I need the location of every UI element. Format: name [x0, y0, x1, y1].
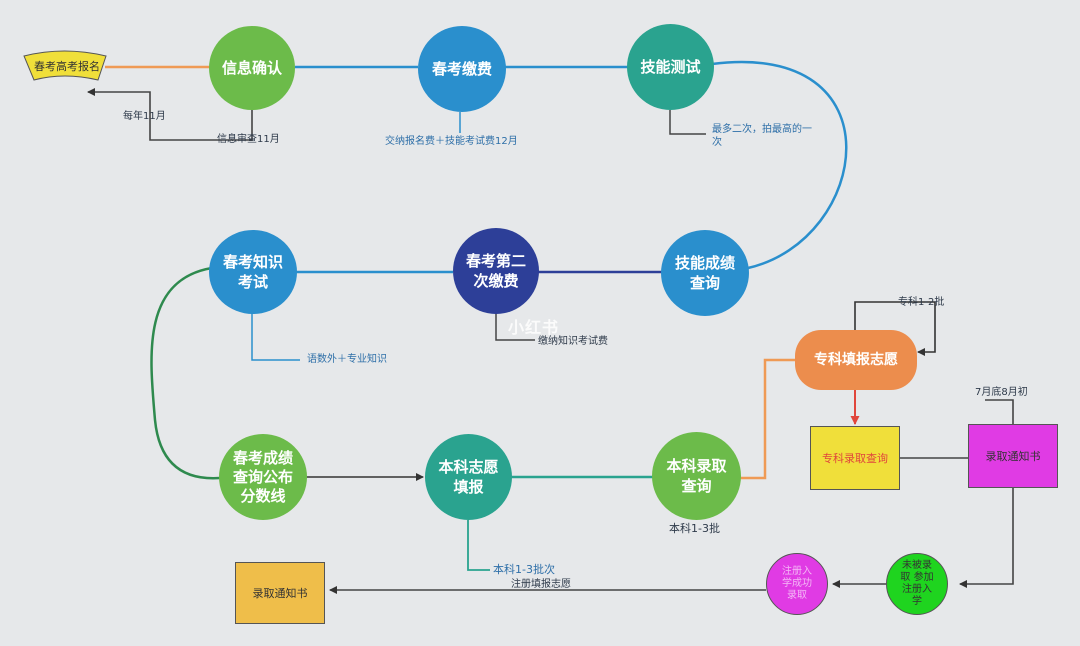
line-admit-junior	[740, 358, 795, 480]
node-second-payment: 春考第二 次缴费	[453, 228, 539, 314]
box-admit-notice-right: 录取通知书	[968, 424, 1058, 488]
note-junior-batch: 专科1-2批	[898, 297, 945, 308]
line-notice-notadmit	[959, 487, 1014, 588]
box-admit-notice-left: 录取通知书	[235, 562, 325, 624]
note-undergrad-batch: 本科1-3批	[669, 522, 720, 535]
note-info-review: 信息审查11月	[217, 134, 280, 145]
note-knowledge-fee: 缴纳知识考试费	[538, 336, 608, 347]
node-undergrad-admit: 本科录取 查询	[652, 432, 741, 520]
start-flag-shape	[23, 50, 107, 81]
loop-info-review	[87, 88, 253, 141]
node-skill-test: 技能测试	[627, 24, 714, 110]
box-junior-admit-query: 专科录取查询	[810, 426, 900, 490]
watermark-logo: 小红书	[508, 318, 560, 337]
note-payment-fees: 交纳报名费＋技能考试费12月	[385, 136, 518, 147]
node-knowledge-exam: 春考知识 考试	[209, 230, 297, 314]
note-skill-twice: 最多二次，拍最高的一 次	[712, 124, 812, 148]
curve-knowledge-publish	[150, 266, 221, 480]
node-undergrad-apply: 本科志愿 填报	[425, 434, 512, 520]
bracket-knowledge	[251, 312, 300, 361]
note-batch-times: 本科1-3批次	[493, 563, 555, 576]
bracket-skill	[669, 110, 706, 135]
node-skill-score: 技能成绩 查询	[661, 230, 749, 316]
box-register-admit: 注册入 学成功 录取	[766, 553, 828, 615]
curve-skill-score	[711, 60, 848, 270]
node-junior-apply: 专科填报志愿	[795, 330, 917, 390]
bracket-second	[495, 312, 535, 341]
node-spring-payment: 春考缴费	[418, 26, 506, 112]
box-not-admitted: 未被录 取 参加 注册入 学	[886, 553, 948, 615]
note-every-nov: 每年11月	[123, 111, 166, 122]
start-flag-label: 春考高考报名	[34, 60, 100, 73]
node-score-publish: 春考成绩 查询公布 分数线	[219, 434, 307, 520]
note-late-july: 7月底8月初	[975, 387, 1028, 398]
line-late-july	[985, 399, 1014, 424]
loop-junior-batch	[854, 301, 936, 356]
note-register-apply: 注册填报志愿	[511, 579, 571, 590]
note-lang-major: 语数外＋专业知识	[307, 354, 387, 365]
bracket-undergrad-batch	[467, 520, 490, 571]
node-info-confirm: 信息确认	[209, 26, 295, 110]
